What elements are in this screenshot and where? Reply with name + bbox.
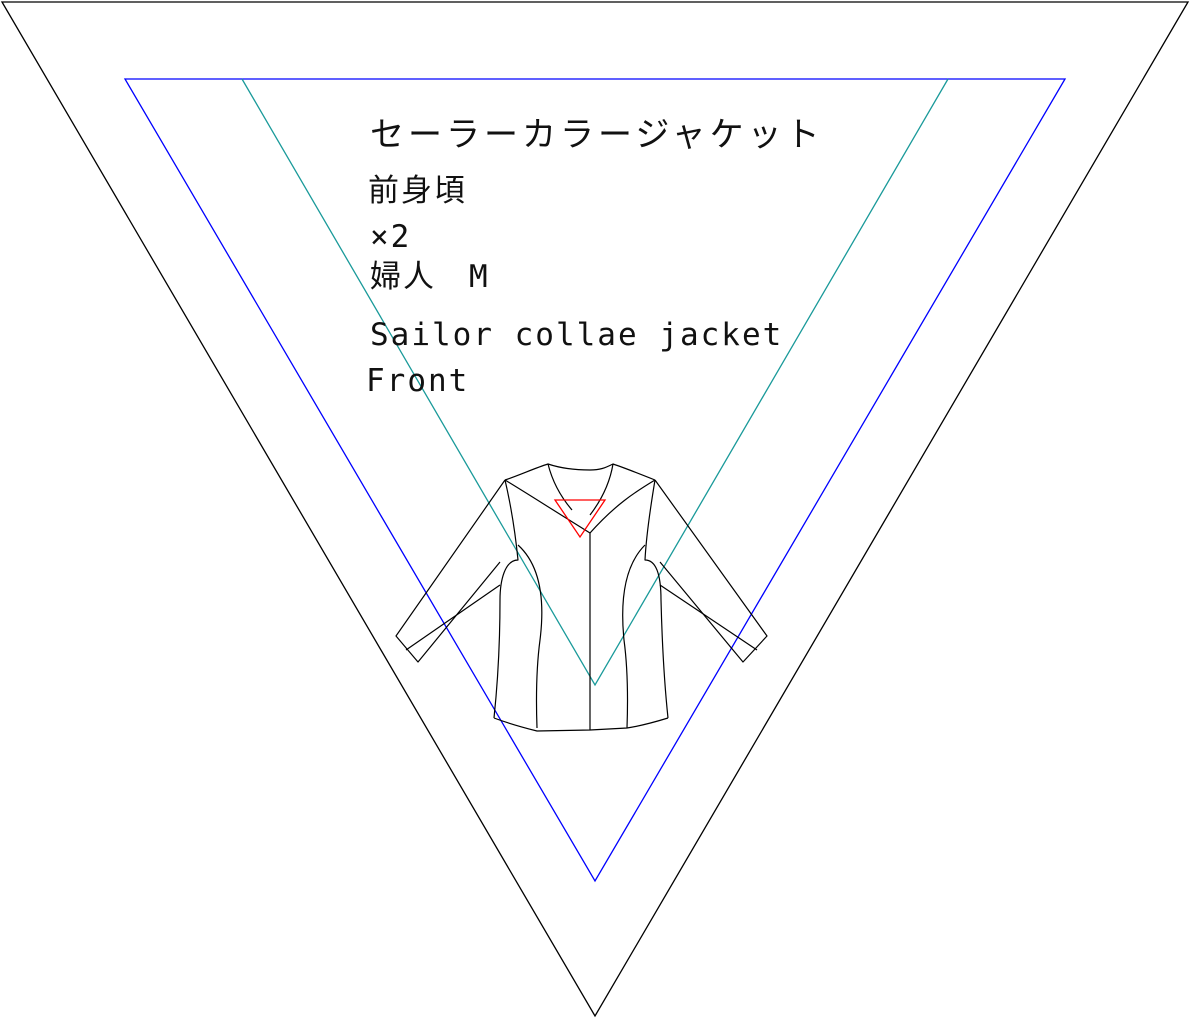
red-notch-marker xyxy=(553,499,607,539)
blue-cut-line-triangle xyxy=(123,78,1067,883)
jacket-collar-right-flap xyxy=(589,479,656,534)
size-label-ja: 婦人 M xyxy=(370,259,490,295)
jacket-lapel-right xyxy=(589,463,614,516)
jacket-front-sketch xyxy=(395,463,768,732)
pattern-title-ja: セーラーカラージャケット xyxy=(370,115,824,155)
piece-name-en: Front xyxy=(366,363,470,399)
jacket-left-sleeve-cuff xyxy=(405,584,501,651)
jacket-hem xyxy=(493,717,669,732)
cut-quantity: ×2 xyxy=(370,219,412,255)
jacket-lapel-left xyxy=(547,463,573,511)
jacket-left-princess-seam xyxy=(517,544,543,729)
jacket-right-princess-seam xyxy=(622,544,646,729)
jacket-right-side xyxy=(644,479,669,719)
jacket-right-sleeve xyxy=(654,479,768,663)
jacket-left-side xyxy=(493,479,519,719)
jacket-collar xyxy=(504,463,656,481)
jacket-collar-left-flap xyxy=(504,479,591,534)
jacket-right-sleeve-cuff xyxy=(659,584,758,651)
piece-name-ja: 前身頃 xyxy=(368,173,467,209)
pattern-title-en: Sailor collae jacket xyxy=(370,317,784,353)
teal-sew-line xyxy=(241,78,949,687)
